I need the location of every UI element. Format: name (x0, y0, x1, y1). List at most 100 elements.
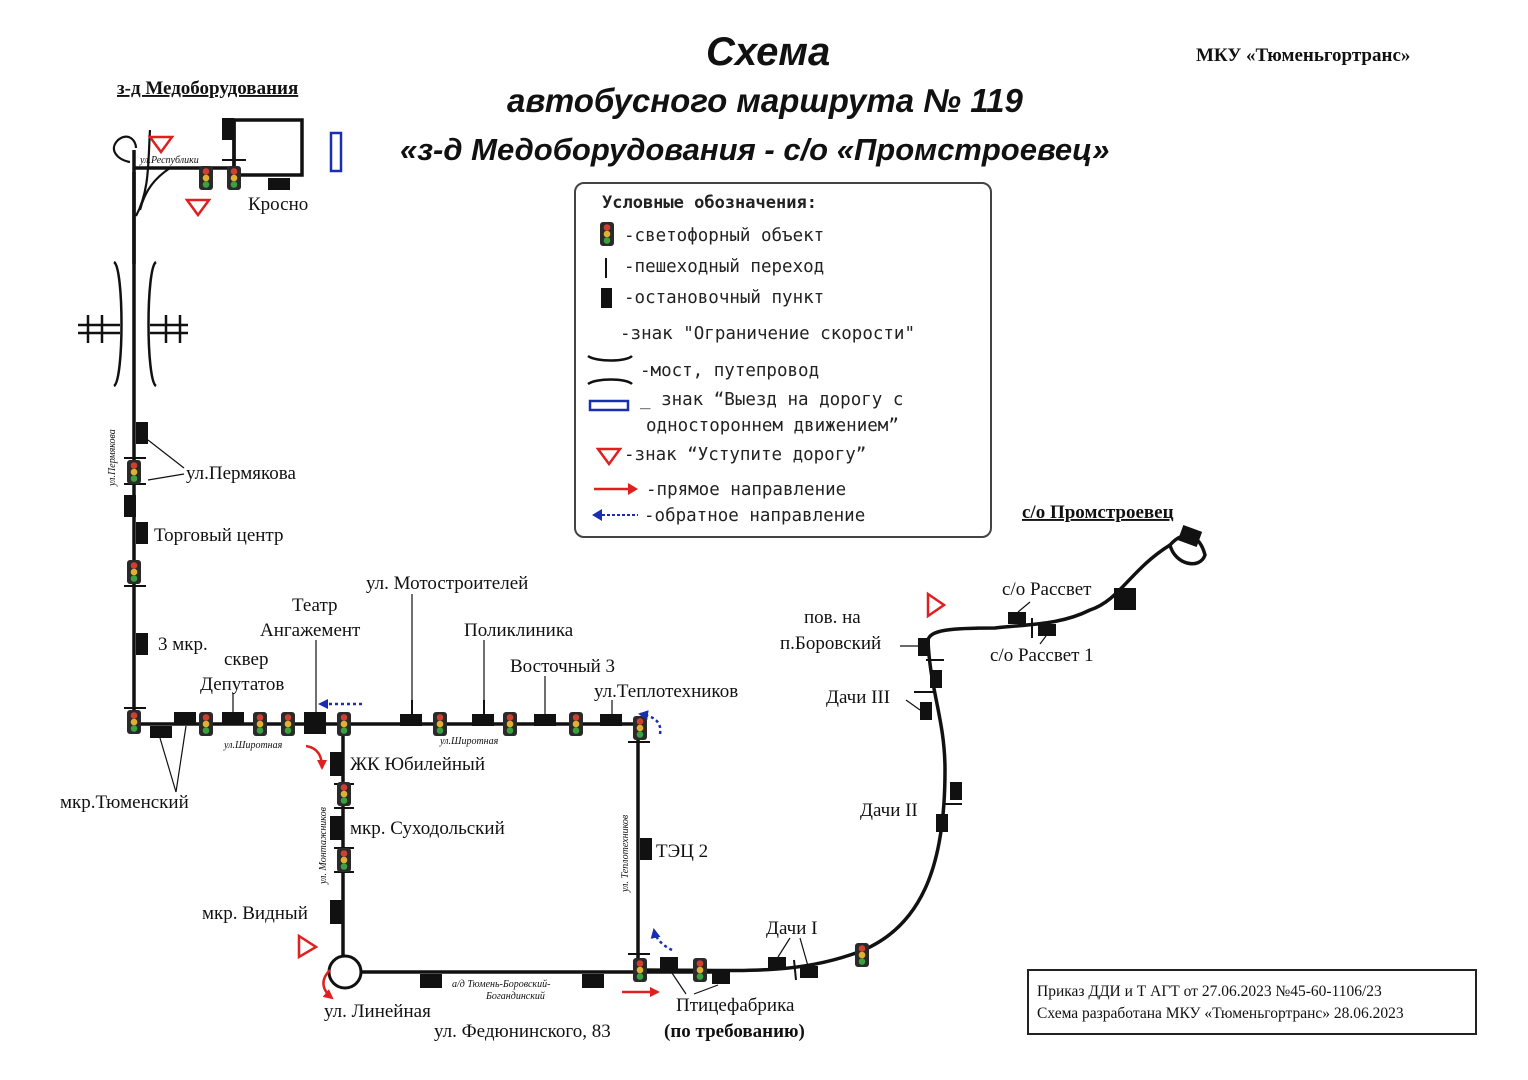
stop-label-yubileyny: ЖК Юбилейный (350, 754, 485, 775)
yield-sign-icon (297, 933, 319, 960)
bus-stop (936, 814, 948, 832)
bus-stop (1177, 525, 1203, 547)
yield-sign-icon (147, 135, 175, 155)
stop-label-tets2: ТЭЦ 2 (656, 841, 708, 862)
traffic-light-icon (199, 712, 213, 736)
legend-item: -мост, путепровод (640, 361, 820, 381)
bus-stop (534, 714, 556, 726)
traffic-light-icon (337, 712, 351, 736)
traffic-light-icon (693, 958, 707, 982)
bus-stop (582, 974, 604, 988)
legend-title: Условные обозначения: (602, 193, 817, 213)
stop-label-sukhodolsky: мкр. Суходольский (350, 818, 505, 839)
street-label-permyakova: ул.Пермякова (107, 429, 118, 487)
bus-stop (330, 900, 342, 924)
bus-stop (124, 495, 136, 517)
stop-label-teatr: Театр (292, 595, 338, 616)
bus-stop (920, 702, 932, 720)
start-loop (112, 129, 171, 217)
traffic-light-icon (227, 166, 241, 190)
traffic-light-icon (127, 460, 141, 484)
stop-label-dachi2: Дачи II (860, 800, 918, 821)
legend-item: -прямое направление (646, 480, 847, 500)
legend-item: -пешеходный переход (624, 257, 825, 277)
stop-label-angazhement: Ангажемент (260, 620, 361, 641)
developed-by-line: Схема разработана МКУ «Тюменьгортранс» 2… (1037, 1005, 1404, 1022)
reverse-arrow-icon (650, 928, 673, 952)
one-way-sign-icon (329, 131, 343, 173)
route-line (132, 118, 1207, 974)
bus-stop (1038, 624, 1056, 636)
bus-stop (918, 638, 930, 656)
order-box: Приказ ДДИ и Т АГТ от 27.06.2023 №45-60-… (1027, 969, 1477, 1035)
stop-label-vostochny: Восточный 3 (510, 656, 615, 677)
stop-label-borovsky-1: пов. на (804, 607, 861, 628)
stop-label-skver: сквер (224, 649, 268, 670)
bus-stop (1114, 588, 1136, 610)
stop-label-deputatov: Депутатов (200, 674, 284, 695)
bus-stop (136, 633, 148, 655)
forward-arrow-icon (322, 969, 334, 1000)
street-label-bogandinsky: Богандинский (485, 991, 545, 1002)
bus-stop (150, 726, 172, 738)
bus-stop-icon (601, 288, 612, 308)
traffic-light-icon (855, 943, 869, 967)
bus-stop (330, 816, 342, 840)
roundabout (327, 954, 363, 990)
street-label-teplotekhnikov: ул. Теплотехников (620, 814, 631, 893)
stop-label-mkr3: 3 мкр. (158, 634, 208, 655)
legend-item: -светофорный объект (624, 226, 825, 246)
bus-stop (222, 712, 244, 724)
bridge-icon (78, 260, 188, 388)
traffic-light-icon (253, 712, 267, 736)
traffic-light-icon (633, 716, 647, 740)
street-label-shirotnaya: ул.Широтная (223, 740, 283, 751)
stop-label-dachi1: Дачи I (766, 918, 817, 939)
crosswalk (793, 959, 797, 981)
bus-stop (1008, 612, 1026, 624)
legend-item: -знак “Уступите дорогу” (624, 445, 867, 465)
traffic-light-icon (127, 560, 141, 584)
legend-item: одностороннем движением” (646, 416, 899, 436)
street-label-respubliki: ул.Республики (139, 155, 199, 166)
street-label-shirotnaya: ул.Широтная (439, 736, 499, 747)
bus-stop (712, 972, 730, 984)
bridge-icon (587, 354, 633, 386)
bus-stop (268, 178, 290, 190)
route-name: «з-д Медоборудования - с/о «Промстроевец… (400, 132, 1110, 167)
one-way-sign-icon (588, 399, 630, 412)
street-label-tyumen-borovsky: а/д Тюмень-Боровский- (452, 979, 550, 990)
bus-stop (600, 714, 622, 726)
traffic-light-icon (199, 166, 213, 190)
legend-item: -знак "Ограничение скорости" (620, 324, 916, 344)
reverse-arrow-icon (638, 710, 662, 735)
stop-label-vidny: мкр. Видный (202, 903, 308, 924)
yield-sign-icon (926, 591, 947, 619)
bus-stop (930, 670, 942, 688)
legend-box: Условные обозначения: -светофорный объек… (574, 182, 992, 538)
traffic-light-icon (433, 712, 447, 736)
stop-label-krosno: Кросно (248, 194, 308, 215)
stop-label-ptitsefabrika: Птицефабрика (676, 995, 795, 1016)
bus-stop (136, 522, 148, 544)
stop-label-fedyuninskogo: ул. Федюнинского, 83 (434, 1021, 611, 1042)
stop-label-dachi3: Дачи III (826, 687, 890, 708)
forward-arrow-icon (305, 744, 327, 770)
stop-label-trade-center: Торговый центр (154, 525, 283, 546)
stop-label-rassvet: с/о Рассвет (1002, 579, 1092, 600)
bus-stop (640, 838, 652, 860)
bus-stop (136, 422, 148, 444)
stop-label-lineynaya: ул. Линейная (324, 1001, 431, 1022)
legend-item: _ знак “Выезд на дорогу с (640, 390, 904, 410)
bus-stop (420, 974, 442, 988)
reverse-arrow-icon (592, 509, 638, 521)
stop-label-rassvet1: с/о Рассвет 1 (990, 645, 1094, 666)
terminal-end-label: с/о Промстроевец (1022, 502, 1174, 523)
traffic-light-icon (503, 712, 517, 736)
traffic-light-icon (600, 222, 614, 246)
yield-sign-icon (596, 447, 622, 466)
traffic-light-icon (633, 958, 647, 982)
terminal-start-label: з-д Медоборудования (117, 78, 298, 99)
crosswalk-icon (605, 258, 607, 278)
